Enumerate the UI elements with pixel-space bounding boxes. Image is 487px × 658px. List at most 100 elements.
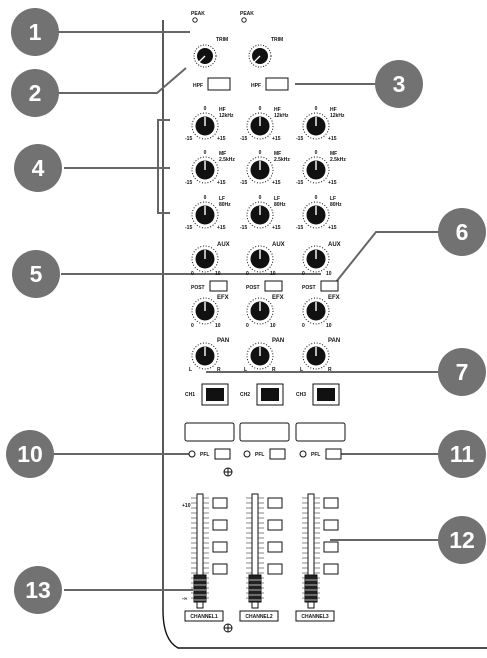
pfl-led-ch2: [243, 450, 251, 458]
post-switch-ch2[interactable]: POST: [246, 280, 283, 292]
callout-13: 13: [14, 566, 62, 614]
callout-4: 4: [14, 144, 62, 192]
svg-text:-15: -15: [240, 225, 247, 231]
callout-7: 7: [438, 348, 486, 396]
callout-6: 6: [438, 208, 486, 256]
svg-text:+15: +15: [272, 180, 281, 186]
post-switch-ch1[interactable]: POST: [191, 280, 228, 292]
fader-ch3[interactable]: [302, 493, 320, 609]
svg-text:12kHz: 12kHz: [219, 113, 234, 119]
channel-label-ch3: CHANNEL3: [295, 610, 335, 622]
trim-knob-ch1[interactable]: TRIM: [193, 37, 228, 68]
svg-text:4: 4: [32, 155, 45, 181]
svg-text:80Hz: 80Hz: [274, 202, 286, 208]
svg-text:+15: +15: [217, 180, 226, 186]
svg-text:80Hz: 80Hz: [219, 202, 231, 208]
svg-text:L: L: [189, 367, 192, 373]
svg-text:10: 10: [270, 323, 276, 329]
svg-text:2.5kHz: 2.5kHz: [219, 157, 235, 163]
svg-text:POST: POST: [191, 285, 205, 291]
svg-text:-15: -15: [240, 180, 247, 186]
svg-text:11: 11: [450, 441, 475, 467]
link-icon-2: [223, 623, 233, 633]
svg-text:CH2: CH2: [240, 392, 250, 398]
pfl-button-ch2[interactable]: PFL: [255, 448, 286, 460]
svg-text:12kHz: 12kHz: [274, 113, 289, 119]
svg-text:7: 7: [456, 359, 469, 385]
channel-label-ch2: CHANNEL2: [239, 610, 279, 622]
svg-text:HF: HF: [330, 107, 337, 113]
callout-2: 2: [11, 69, 59, 117]
svg-text:CHANNEL2: CHANNEL2: [245, 614, 272, 620]
svg-text:AUX: AUX: [217, 242, 230, 248]
svg-text:CH1: CH1: [185, 392, 195, 398]
svg-text:+15: +15: [328, 180, 337, 186]
svg-text:HPF: HPF: [193, 83, 203, 89]
svg-text:0: 0: [259, 150, 262, 156]
svg-text:CHANNEL3: CHANNEL3: [301, 614, 328, 620]
svg-text:POST: POST: [302, 285, 316, 291]
svg-text:12kHz: 12kHz: [330, 113, 345, 119]
eq-mf-knob-ch1[interactable]: 0 -15 +15 MF2.5kHz: [185, 150, 235, 186]
svg-text:PEAK: PEAK: [191, 11, 205, 17]
svg-text:AUX: AUX: [328, 242, 341, 248]
svg-text:-15: -15: [185, 180, 192, 186]
scribble-strip-ch3: [295, 422, 346, 442]
trim-knob-ch2[interactable]: TRIM: [248, 37, 283, 68]
svg-text:0: 0: [315, 150, 318, 156]
svg-text:0: 0: [204, 150, 207, 156]
hpf-switch-ch2[interactable]: HPF: [251, 77, 289, 91]
svg-text:MF: MF: [219, 151, 226, 157]
svg-text:MUTE: MUTE: [263, 393, 278, 399]
level-meter-ch2: [267, 497, 283, 575]
svg-text:PAN: PAN: [328, 338, 340, 344]
svg-text:0: 0: [259, 195, 262, 201]
svg-text:PFL: PFL: [255, 452, 264, 458]
svg-text:MF: MF: [330, 151, 337, 157]
level-meter-ch1: [212, 497, 228, 575]
svg-text:L: L: [300, 367, 303, 373]
svg-text:0: 0: [315, 195, 318, 201]
svg-text:13: 13: [25, 577, 51, 603]
svg-text:-15: -15: [296, 180, 303, 186]
svg-text:+15: +15: [328, 225, 337, 231]
pfl-button-ch3[interactable]: PFL: [311, 448, 342, 460]
svg-text:10: 10: [326, 323, 332, 329]
svg-text:+15: +15: [328, 136, 337, 142]
svg-text:0: 0: [302, 271, 305, 277]
svg-text:0: 0: [246, 271, 249, 277]
level-meter-ch3: [323, 497, 339, 575]
svg-text:1: 1: [29, 19, 42, 45]
pfl-button-ch1[interactable]: PFL: [200, 448, 231, 460]
fader-ch1[interactable]: +10-∞: [182, 493, 209, 609]
svg-text:-15: -15: [296, 136, 303, 142]
post-switch-ch3[interactable]: POST: [302, 280, 339, 292]
hpf-switch-ch1[interactable]: HPF: [193, 77, 231, 91]
svg-text:TRIM: TRIM: [271, 37, 283, 43]
mute-button-ch2[interactable]: CH2 MUTE: [240, 383, 284, 406]
svg-text:6: 6: [456, 219, 469, 245]
fader-ch2[interactable]: [246, 493, 264, 609]
svg-text:L: L: [244, 367, 247, 373]
pfl-led-ch3: [299, 450, 307, 458]
